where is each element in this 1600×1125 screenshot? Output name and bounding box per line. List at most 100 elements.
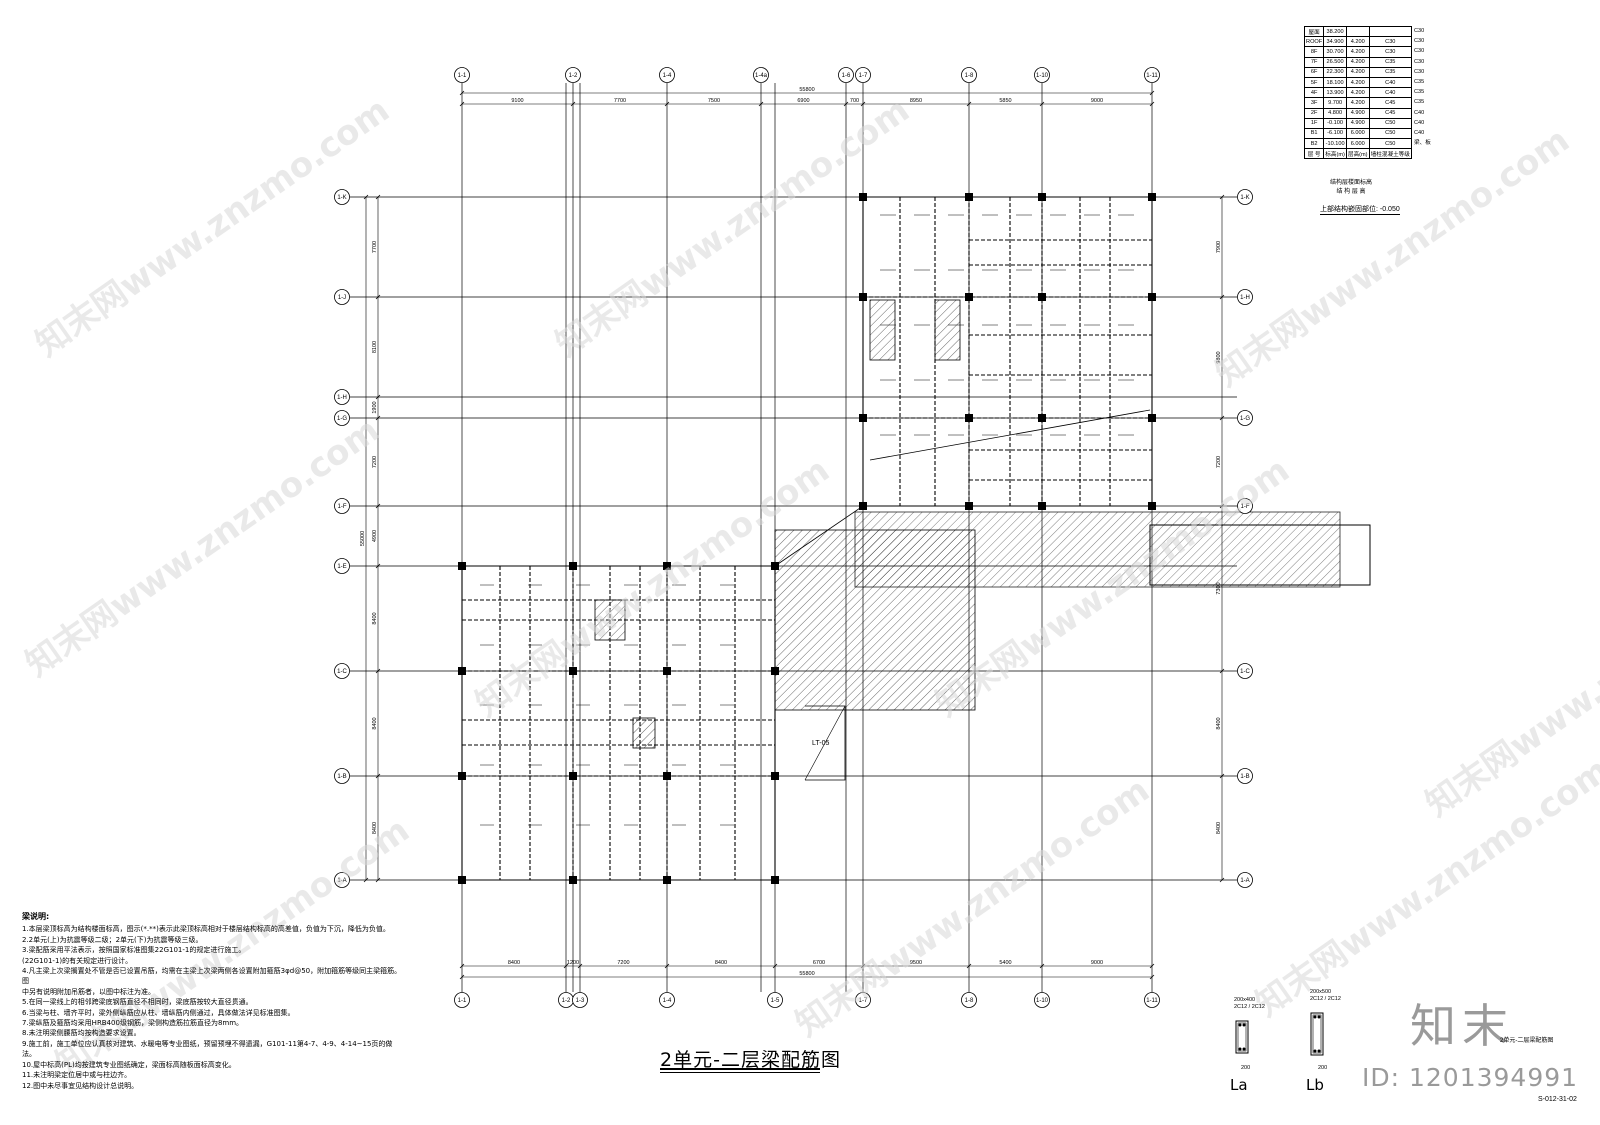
axis-bubble-left: 1-C <box>337 669 347 675</box>
axis-bubble-left-circle <box>334 289 350 305</box>
level-cell: 8F <box>1303 46 1325 58</box>
note-line: 7.梁纵筋及箍筋均采用HRB400级钢筋，梁侧构造筋拉筋直径为8mm。 <box>22 1019 244 1028</box>
column <box>965 293 973 301</box>
axis-bubble-top: 1-2 <box>569 73 578 79</box>
note-line: 11.未注明梁定位居中或与柱边齐。 <box>22 1071 132 1080</box>
dim-top-total-label: 55800 <box>799 87 814 93</box>
dim-top-tick <box>1039 101 1045 107</box>
level-cell: 22.300 <box>1323 66 1347 78</box>
level-cell: 5F <box>1303 76 1325 89</box>
sheet-label: 2单元-二层梁配筋图 <box>1500 1038 1554 1044</box>
level-cell: 4F <box>1303 87 1325 99</box>
stair-diagonal <box>804 705 846 781</box>
dim-top-tick <box>966 101 972 107</box>
dim-left-label: 7700 <box>372 241 378 253</box>
axis-bubble-bottom-circle <box>961 992 977 1008</box>
dim-bottom-label: 1200 <box>567 960 579 966</box>
column <box>663 772 671 780</box>
level-cell: B2 <box>1303 138 1325 150</box>
dim-right-label: 8400 <box>1216 717 1222 729</box>
dim-right-tick <box>1219 773 1225 779</box>
notes-title: 梁说明: <box>22 912 50 921</box>
level-cell: 2F <box>1303 107 1325 119</box>
axis-bubble-left: 1-G <box>337 416 347 422</box>
level-cell: 4.200 <box>1345 36 1370 48</box>
dim-left-tick <box>375 563 381 569</box>
level-cell: -0.100 <box>1323 117 1347 129</box>
section-la-bar <box>1242 1023 1246 1027</box>
level-side-cell: C30 <box>1414 28 1425 34</box>
level-cell: 6.000 <box>1345 127 1370 140</box>
level-side-cell: C30 <box>1414 38 1425 45</box>
axis-bubble-top: 1-6 <box>842 73 851 79</box>
dim-left-tick <box>375 877 381 883</box>
axis-bubble-left-circle <box>334 498 350 514</box>
level-cell: 13.900 <box>1323 87 1347 99</box>
column <box>859 193 867 201</box>
image-id: ID: 1201394991 <box>1362 1063 1579 1092</box>
dim-bottom-tick <box>1149 963 1155 969</box>
axis-bubble-left: 1-A <box>337 878 346 884</box>
dim-right-tick <box>1219 503 1225 509</box>
axis-bubble-left: 1-J <box>338 295 346 301</box>
dim-top-label: 9100 <box>511 98 523 104</box>
axis-bubble-top-circle <box>961 67 977 83</box>
dim-left-label: 1900 <box>372 401 378 413</box>
dim-left-tick <box>375 294 381 300</box>
level-note-2: 结 构 层 高 <box>1336 189 1366 195</box>
level-cell: C40 <box>1368 87 1413 99</box>
column <box>1038 193 1046 201</box>
column <box>458 876 466 884</box>
dim-right-label: 9800 <box>1216 351 1222 363</box>
axis-bubble-left-circle <box>334 389 350 405</box>
level-cell: 标高(m) <box>1323 148 1347 160</box>
hatched-core-lower <box>594 599 626 641</box>
level-cell: 9.700 <box>1323 97 1347 109</box>
level-cell: 6.000 <box>1345 138 1370 150</box>
axis-bubble-left-circle <box>334 768 350 784</box>
level-cell: C30 <box>1368 46 1413 58</box>
dim-bottom-label: 9000 <box>1091 960 1103 966</box>
dim-bottom-total-tick <box>1149 974 1155 980</box>
dim-left-label: 8400 <box>372 612 378 624</box>
dim-bottom-tick <box>664 963 670 969</box>
dim-top-label: 7700 <box>614 98 626 104</box>
dim-bottom-total-tick <box>459 974 465 980</box>
dim-bottom-tick <box>459 963 465 969</box>
dim-top-label: 5850 <box>999 98 1011 104</box>
note-line: 5.在同一梁线上的相邻跨梁底钢筋直径不相同时，梁底筋按较大直径贯通。 <box>22 998 253 1007</box>
level-side-cell: C40 <box>1414 109 1425 116</box>
level-cell: 4.200 <box>1345 97 1370 109</box>
dim-right-tick <box>1219 668 1225 674</box>
axis-bubble-top: 1-1 <box>458 73 467 79</box>
stair-outline <box>805 705 846 781</box>
column <box>771 562 779 570</box>
section-note-lb: 200x500 2C12 / 2C12 <box>1310 989 1341 1003</box>
axis-bubble-top: 1-8 <box>965 73 974 79</box>
level-cell: ROOF <box>1303 36 1325 48</box>
level-cell: 34.900 <box>1323 36 1347 48</box>
level-side-cell: C35 <box>1414 89 1425 96</box>
axis-bubble-top-circle <box>659 67 675 83</box>
level-cell: C35 <box>1368 66 1413 78</box>
dim-left-tick <box>375 194 381 200</box>
level-table-note: 结构层楼面标高 结 构 层 高 <box>1330 179 1372 197</box>
level-cell: 4.900 <box>1345 107 1370 119</box>
dim-right-label: 7900 <box>1216 241 1222 253</box>
hatched-core <box>869 299 896 361</box>
section-lb-bar <box>1317 1049 1321 1053</box>
section-lb-stirrup <box>1312 1014 1322 1054</box>
level-cell: C50 <box>1368 138 1413 150</box>
dim-top-total-tick <box>1149 90 1155 96</box>
level-cell: 层 号 <box>1303 148 1325 160</box>
axis-bubble-top-circle <box>454 67 470 83</box>
note-line: 3.梁配筋采用平法表示，按照国家标准图集22G101-1的规定进行施工。 <box>22 946 246 955</box>
section-la-bar <box>1238 1047 1242 1051</box>
dim-bottom-label: 7200 <box>617 960 629 966</box>
level-side-cell: C40 <box>1414 130 1425 137</box>
section-note-la: 200x400 2C12 / 2C12 <box>1234 997 1265 1011</box>
